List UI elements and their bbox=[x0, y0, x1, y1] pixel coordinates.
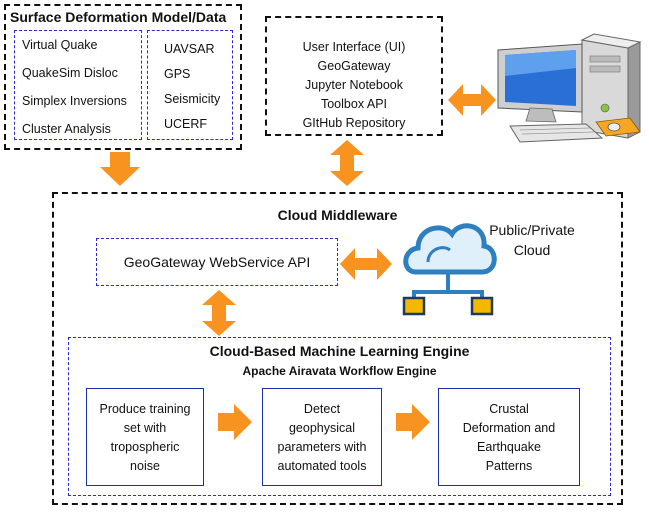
models-box bbox=[14, 30, 142, 140]
step-detect-parameters-box bbox=[262, 388, 382, 486]
model-item: Virtual Quake bbox=[22, 38, 98, 52]
step-line: Deformation and bbox=[462, 421, 556, 435]
data-item: UAVSAR bbox=[164, 42, 215, 56]
step-line: automated tools bbox=[277, 459, 367, 473]
surface-deformation-box bbox=[4, 4, 242, 150]
arrow-down-icon bbox=[100, 152, 140, 186]
surface-deformation-title: Surface Deformation Model/Data bbox=[10, 9, 227, 25]
cloud-middleware-box bbox=[52, 192, 623, 505]
cloud-label-2: Cloud bbox=[513, 242, 551, 258]
ui-line: GeoGateway bbox=[317, 59, 391, 73]
data-item: Seismicity bbox=[164, 92, 221, 106]
data-item: GPS bbox=[164, 67, 191, 81]
step-produce-training-text: Produce training set with tropospheric n… bbox=[86, 400, 204, 476]
step-line: Crustal bbox=[489, 402, 529, 416]
data-item: UCERF bbox=[164, 117, 208, 131]
double-arrow-vertical-icon bbox=[330, 140, 364, 186]
step-detect-parameters-text: Detect geophysical parameters with autom… bbox=[262, 400, 382, 476]
webservice-api-label: GeoGateway WebService API bbox=[123, 254, 311, 270]
cloud-middleware-title: Cloud Middleware bbox=[277, 207, 398, 223]
cloud-label-1: Public/Private bbox=[489, 222, 575, 238]
data-list: UAVSAR GPS Seismicity UCERF bbox=[164, 40, 220, 134]
step-line: Earthquake bbox=[477, 440, 541, 454]
arrow-right-icon bbox=[218, 404, 252, 440]
step-line: tropospheric bbox=[110, 440, 180, 454]
step-line: noise bbox=[130, 459, 160, 473]
step-line: Patterns bbox=[485, 459, 533, 473]
ml-engine-title: Cloud-Based Machine Learning Engine bbox=[209, 343, 470, 359]
model-item: QuakeSim Disloc bbox=[22, 66, 118, 80]
step-crustal-deformation-text: Crustal Deformation and Earthquake Patte… bbox=[438, 400, 580, 476]
ui-line: Toolbox API bbox=[320, 97, 387, 111]
model-item: Simplex Inversions bbox=[22, 94, 127, 108]
step-crustal-deformation-box bbox=[438, 388, 580, 486]
step-line: Detect bbox=[303, 402, 341, 416]
ui-line: User Interface (UI) bbox=[302, 40, 406, 54]
models-list: Virtual Quake QuakeSim Disloc Simplex In… bbox=[22, 36, 127, 139]
double-arrow-horizontal-icon bbox=[448, 84, 496, 116]
ui-line: Jupyter Notebook bbox=[305, 78, 403, 92]
cloud-network-icon bbox=[402, 223, 497, 316]
webservice-api-box bbox=[96, 238, 338, 286]
ml-engine-subtitle: Apache Airavata Workflow Engine bbox=[242, 364, 437, 378]
user-interface-box bbox=[265, 16, 443, 136]
step-line: parameters with bbox=[277, 440, 367, 454]
step-line: set with bbox=[123, 421, 167, 435]
step-produce-training-box bbox=[86, 388, 204, 486]
double-arrow-vertical-icon bbox=[202, 290, 236, 336]
ml-engine-box bbox=[68, 337, 611, 496]
double-arrow-horizontal-icon bbox=[340, 248, 392, 280]
data-box bbox=[147, 30, 233, 140]
ui-line: GItHub Repository bbox=[302, 116, 406, 130]
step-line: geophysical bbox=[288, 421, 355, 435]
desktop-computer-icon bbox=[497, 33, 642, 143]
arrow-right-icon bbox=[396, 404, 430, 440]
step-line: Produce training bbox=[99, 402, 191, 416]
model-item: Cluster Analysis bbox=[22, 122, 111, 136]
user-interface-lines: User Interface (UI) GeoGateway Jupyter N… bbox=[265, 38, 443, 133]
